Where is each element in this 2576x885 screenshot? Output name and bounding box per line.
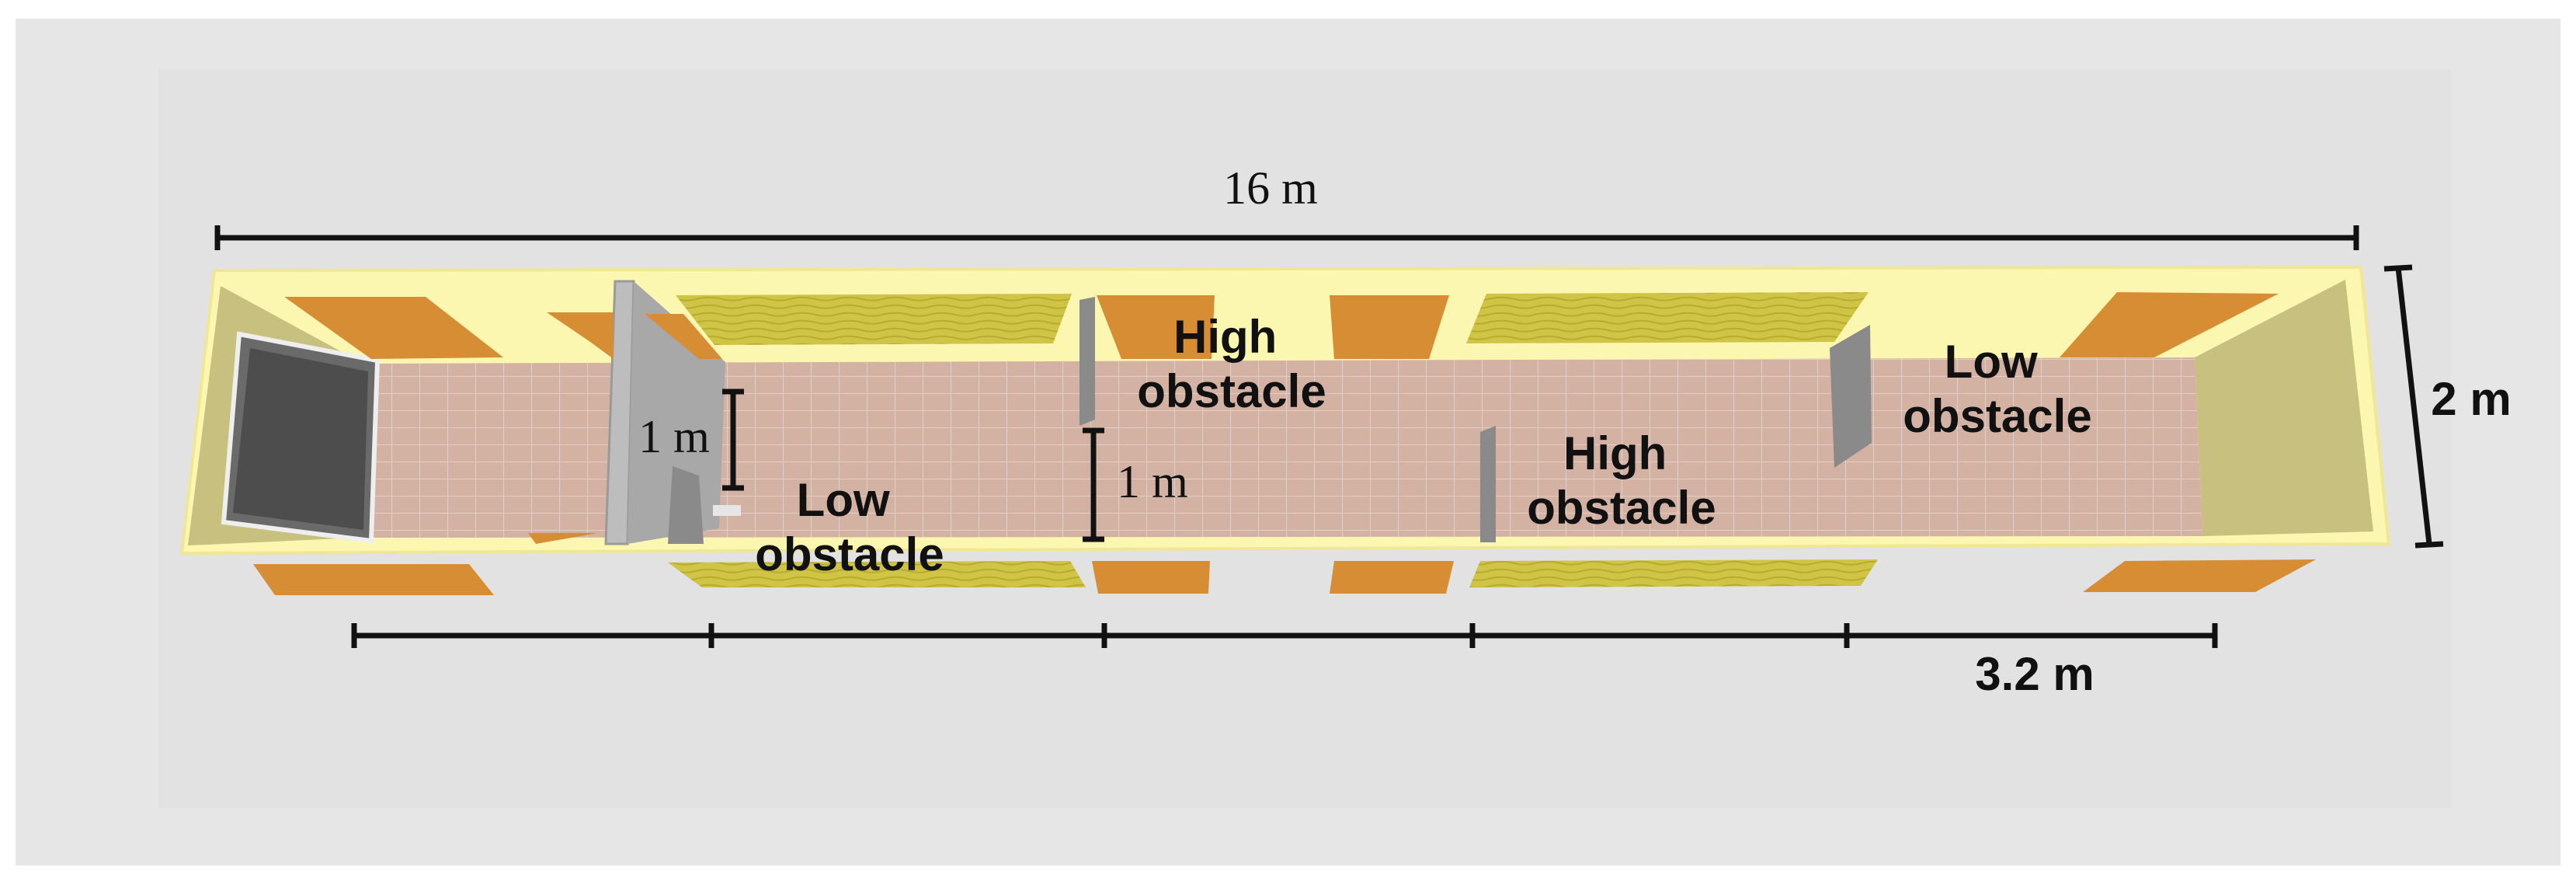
low-obstacle-2-line2: obstacle — [1903, 390, 2091, 442]
high-obstacle-1-shape — [1079, 297, 1095, 426]
high-obstacle-label-2: High obstacle — [1527, 427, 1716, 534]
far-door-3 — [645, 314, 722, 359]
high-obstacle-label-1: High obstacle — [1137, 311, 1326, 417]
right-end-wall — [2195, 280, 2373, 536]
near-window-2 — [1469, 559, 1878, 587]
obstacle-height-marker-2 — [1083, 427, 1104, 542]
width-label: 2 m — [2431, 373, 2511, 425]
far-window-1 — [676, 294, 1072, 345]
near-door-4 — [1330, 561, 1454, 594]
low-obstacle-2-line1: Low — [1945, 336, 2038, 388]
high-obstacle-1-line2: obstacle — [1137, 365, 1326, 417]
corridor-floor — [359, 357, 2202, 538]
far-door-6 — [2060, 292, 2279, 357]
low-obstacle-1-base — [713, 505, 741, 516]
obstacle-height-label-1: 1 m — [638, 411, 710, 462]
low-obstacle-label-2: Low obstacle — [1903, 336, 2091, 442]
segment-dimension — [351, 623, 2218, 648]
far-door-5 — [1330, 295, 1449, 359]
high-obstacle-2-shape — [1480, 426, 1496, 542]
low-obstacle-2-shape — [1830, 325, 1872, 468]
high-obstacle-1-line1: High — [1173, 311, 1277, 363]
high-obstacle-2-line2: obstacle — [1527, 482, 1716, 534]
far-window-2 — [1466, 292, 1869, 343]
low-obstacle-label-1: Low obstacle — [755, 474, 944, 580]
width-dimension — [2383, 264, 2444, 549]
far-door-2 — [547, 312, 614, 359]
near-door-5 — [2083, 559, 2316, 592]
near-door-3 — [1092, 561, 1210, 594]
low-obstacle-1-shape — [668, 466, 704, 544]
obstacle-height-label-2: 1 m — [1117, 456, 1188, 507]
near-window-1 — [668, 561, 1086, 587]
obstacle-height-marker-1 — [722, 388, 744, 491]
segment-label: 3.2 m — [1975, 648, 2094, 700]
length-label: 16 m — [1223, 162, 1318, 214]
far-door-4 — [1097, 295, 1215, 359]
low-obstacle-1-line1: Low — [797, 474, 890, 526]
far-door-1 — [284, 297, 503, 359]
low-obstacle-1-line2: obstacle — [755, 528, 944, 580]
near-door-1 — [253, 564, 494, 595]
length-dimension — [214, 225, 2359, 250]
left-end-door-inner — [233, 348, 368, 530]
near-door-2 — [528, 533, 598, 544]
high-obstacle-2-line1: High — [1563, 427, 1667, 479]
